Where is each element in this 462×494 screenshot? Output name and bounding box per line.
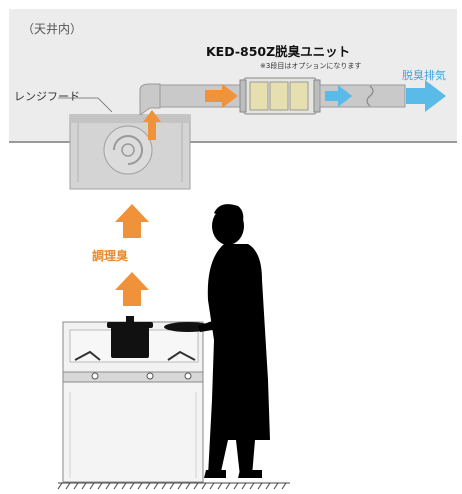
pot-icon bbox=[107, 316, 153, 358]
deodorizer-unit bbox=[239, 77, 321, 115]
chef-silhouette bbox=[198, 204, 270, 478]
blue-arrow-icon bbox=[406, 80, 446, 112]
unit-note: ※3段目はオプションになります bbox=[260, 62, 362, 70]
wavy-duct-icon bbox=[366, 85, 374, 107]
cooking-odor-label: 調理臭 bbox=[92, 249, 129, 263]
blue-arrow-icon bbox=[325, 85, 352, 107]
fan-icon bbox=[103, 125, 153, 175]
hood-leader-line bbox=[58, 97, 113, 113]
ceiling-label: （天井内） bbox=[22, 22, 83, 36]
hood-label: レンジフード bbox=[14, 90, 80, 103]
orange-arrow-icon bbox=[115, 272, 149, 306]
exhaust-label: 脱臭排気 bbox=[402, 69, 446, 82]
orange-arrow-icon bbox=[115, 204, 149, 238]
floor bbox=[57, 482, 290, 490]
range-hood bbox=[69, 114, 191, 190]
orange-arrow-icon bbox=[205, 84, 238, 108]
duct-elbow bbox=[139, 83, 161, 116]
orange-arrow-icon bbox=[143, 110, 161, 140]
unit-title: KED-850Z脱臭ユニット bbox=[206, 44, 351, 59]
